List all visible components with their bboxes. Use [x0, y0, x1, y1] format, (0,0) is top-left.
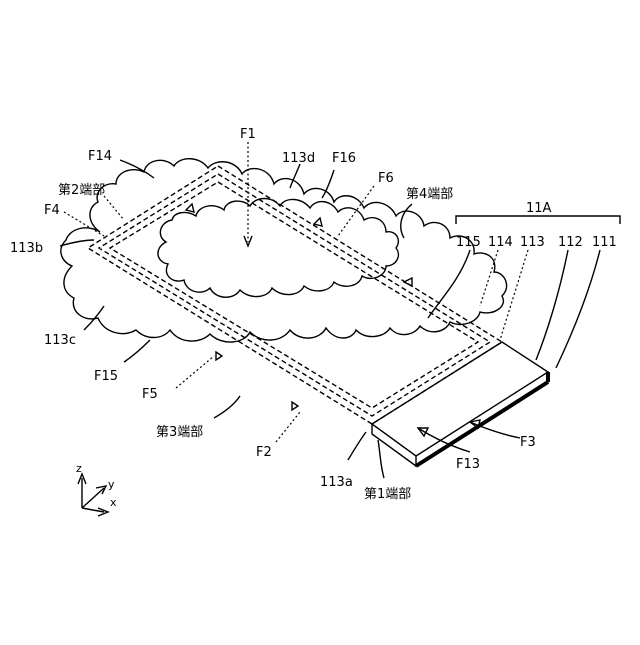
label-end1: 第1端部 — [364, 487, 411, 502]
label-115: 115 — [456, 235, 481, 250]
label-111: 111 — [592, 235, 617, 250]
label-f5: F5 — [142, 387, 158, 402]
label-f2: F2 — [256, 445, 272, 460]
label-f6: F6 — [378, 171, 394, 186]
label-114: 114 — [488, 235, 513, 250]
label-f13: F13 — [456, 457, 480, 472]
label-end3: 第3端部 — [156, 425, 203, 440]
label-113: 113 — [520, 235, 545, 250]
label-f16: F16 — [332, 151, 356, 166]
label-113d: 113d — [282, 151, 315, 166]
axis-label-z: z — [76, 462, 82, 475]
label-11a: 11A — [526, 201, 552, 216]
label-end4: 第4端部 — [406, 187, 453, 202]
label-end2: 第2端部 — [58, 183, 105, 198]
label-113b: 113b — [10, 241, 43, 256]
label-113c: 113c — [44, 333, 76, 348]
label-f3: F3 — [520, 435, 536, 450]
label-113a: 113a — [320, 475, 353, 490]
label-112: 112 — [558, 235, 583, 250]
label-f4: F4 — [44, 203, 60, 218]
label-f15: F15 — [94, 369, 118, 384]
axis-label-y: y — [108, 478, 115, 491]
label-f1: F1 — [240, 127, 256, 142]
label-f14: F14 — [88, 149, 112, 164]
axis-triad — [78, 474, 108, 516]
axis-label-x: x — [110, 496, 117, 509]
